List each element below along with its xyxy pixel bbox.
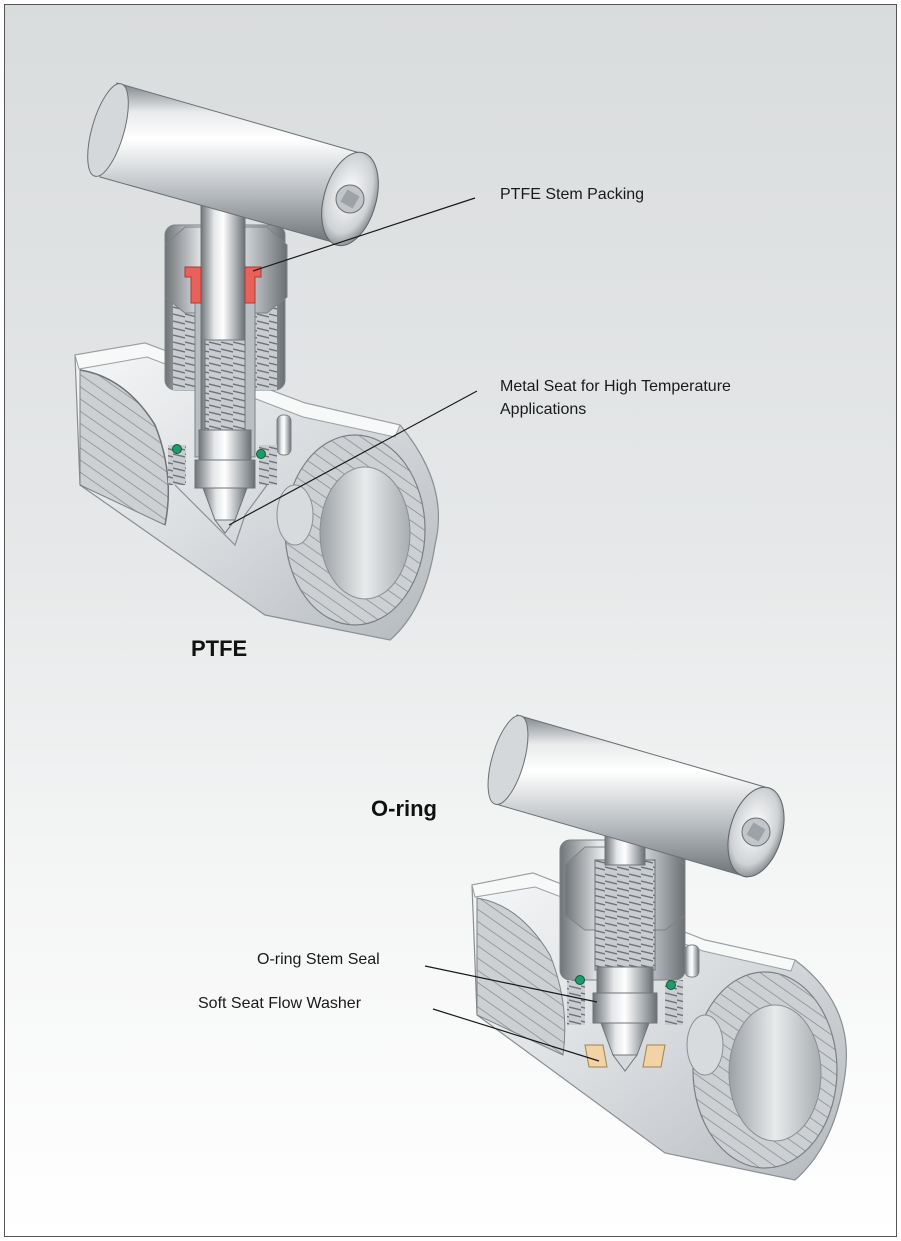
- leader-metal-seat: [228, 390, 478, 526]
- label-metal-seat-line2: Applications: [500, 401, 587, 418]
- valve-illustrations: [74, 82, 847, 1181]
- title-ptfe: PTFE: [191, 636, 248, 661]
- title-oring: O-ring: [371, 796, 437, 821]
- figure-frame: PTFE Stem Packing Metal Seat for High Te…: [4, 4, 897, 1237]
- oring-valve: [471, 714, 847, 1181]
- leader-soft-seat-flow-washer: [432, 1008, 600, 1062]
- label-soft-seat-flow-washer: Soft Seat Flow Washer: [198, 995, 362, 1012]
- ptfe-valve: [74, 82, 440, 641]
- label-metal-seat-line1: Metal Seat for High Temperature: [500, 378, 731, 395]
- label-oring-stem-seal: O-ring Stem Seal: [257, 951, 380, 968]
- label-ptfe-stem-packing: PTFE Stem Packing: [500, 186, 645, 203]
- leader-oring-stem-seal: [424, 965, 598, 1003]
- leader-stem-packing: [252, 197, 476, 272]
